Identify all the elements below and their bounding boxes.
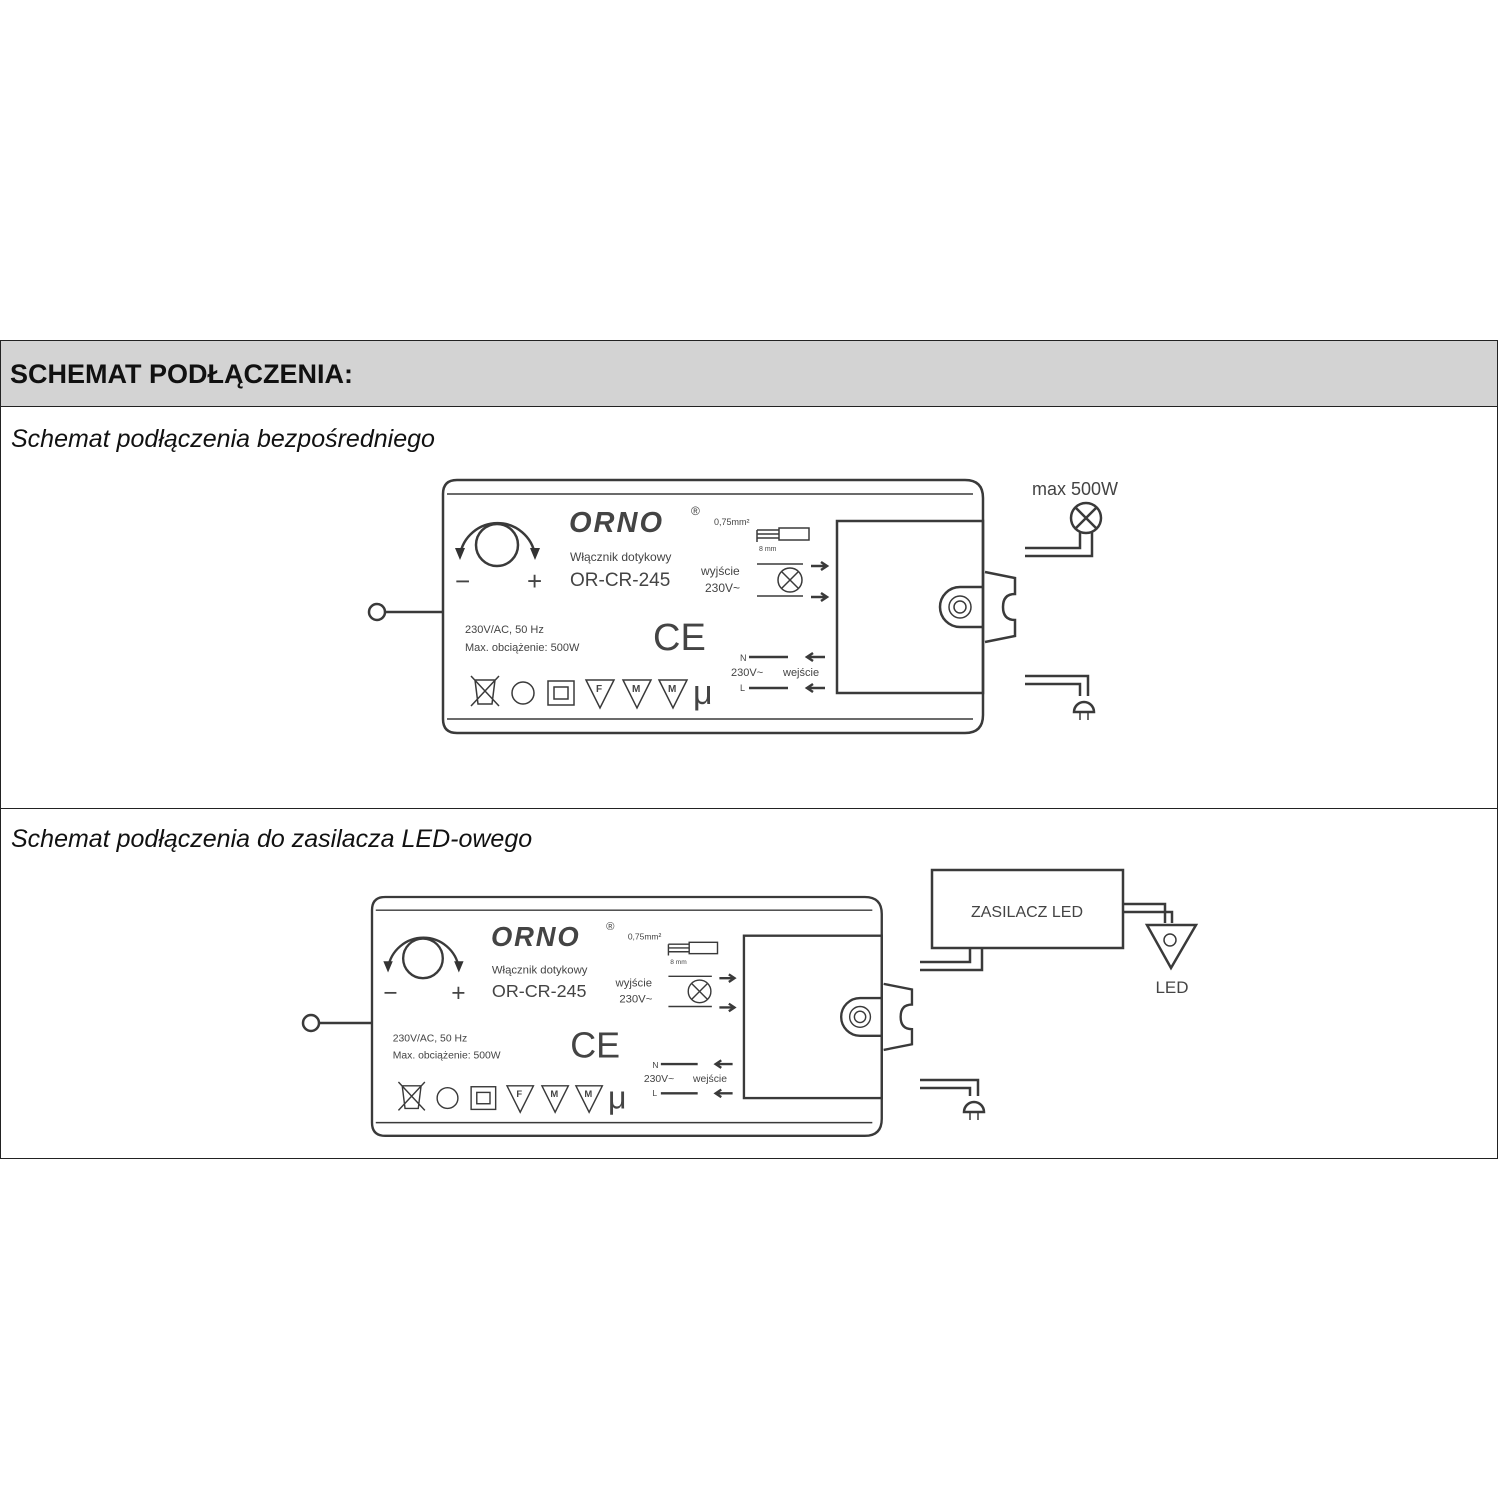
mm-mark-icon <box>657 679 689 710</box>
section-title-led: Schemat podłączenia do zasilacza LED-owe… <box>11 825 533 853</box>
connection-schema-table: SCHEMAT PODŁĄCZENIA: Schemat podłączenia… <box>0 340 1498 1159</box>
led-icon <box>1144 923 1199 971</box>
ce-mark: CE <box>653 617 706 659</box>
led-label: LED <box>1155 978 1188 997</box>
max-load-label: max 500W <box>1032 479 1118 499</box>
mounting-tab <box>938 585 983 629</box>
section-title-direct: Schemat podłączenia bezpośredniego <box>11 425 435 453</box>
ce-mark: CE <box>570 1025 620 1065</box>
model-number: OR-CR-245 <box>492 981 587 1001</box>
housing-edge-lines <box>447 493 973 720</box>
wire-strip-icon <box>667 941 719 956</box>
touch-switch-device-direct: − + ORNO ® 0,75mm² 8 mm Włącznik dotykow… <box>441 478 1017 735</box>
bulb-icon <box>1069 501 1103 535</box>
double-insulation-icon <box>547 680 575 706</box>
f-mark-icon <box>505 1085 535 1114</box>
output-lamp-symbol <box>757 560 830 603</box>
mounting-tab <box>840 996 882 1037</box>
cable-clamp <box>984 570 1017 644</box>
f-mark: F <box>516 1089 522 1100</box>
input-label: wejście <box>692 1074 727 1085</box>
supply-rating: 230V/AC, 50 Hz <box>465 624 544 636</box>
cable-clamp <box>883 982 914 1052</box>
max-load-rating: Max. obciążenie: 500W <box>393 1050 501 1061</box>
knob-dial-icon[interactable] <box>383 936 464 980</box>
supply-rating: 230V/AC, 50 Hz <box>393 1033 467 1044</box>
weee-bin-icon <box>397 1081 426 1111</box>
max-load-rating: Max. obciążenie: 500W <box>465 642 580 654</box>
strip-length-label: 8 mm <box>670 959 687 966</box>
input-arrows <box>749 651 825 694</box>
mains-wire <box>1025 674 1090 696</box>
input-arrows <box>660 1059 733 1099</box>
brand-logo: ORNO <box>491 921 581 952</box>
terminal-cover <box>742 934 883 1100</box>
wire-size-label: 0,75mm² <box>628 931 662 941</box>
product-type: Włącznik dotykowy <box>492 964 588 976</box>
led-power-supply-box <box>930 868 1125 950</box>
m-mark-2: M <box>584 1089 592 1100</box>
product-type: Włącznik dotykowy <box>570 550 671 564</box>
wire-size-label: 0,75mm² <box>714 517 750 527</box>
output-label: wyjście <box>700 564 740 578</box>
f-mark-icon <box>584 679 616 710</box>
line-label: L <box>652 1088 657 1098</box>
decrease-symbol: − <box>383 980 397 1007</box>
wire-strip-icon <box>756 527 810 542</box>
m-mark-icon <box>540 1085 570 1114</box>
micro-switch-mark: μ <box>608 1079 626 1115</box>
plug-icon <box>1072 700 1096 720</box>
device-housing <box>441 478 985 735</box>
touch-sensor-icon <box>367 602 387 622</box>
output-voltage: 230V~ <box>619 994 652 1006</box>
plug-icon <box>962 1100 986 1120</box>
m-mark-icon <box>621 679 653 710</box>
micro-switch-mark: μ <box>693 674 713 712</box>
decrease-symbol: − <box>455 566 470 596</box>
table-header: SCHEMAT PODŁĄCZENIA: <box>1 341 1497 407</box>
output-label: wyjście <box>615 978 652 990</box>
row-divider <box>1 808 1497 809</box>
model-number: OR-CR-245 <box>570 570 670 591</box>
input-label: wejście <box>782 667 819 679</box>
m-mark-2: M <box>668 684 676 695</box>
registered-mark: ® <box>606 921 615 933</box>
input-voltage: 230V~ <box>644 1074 674 1085</box>
psu-input-wire <box>920 948 984 972</box>
diagram-direct-externals: max 500W <box>367 479 1118 720</box>
lamp-cap-icon <box>436 1086 459 1110</box>
registered-mark: ® <box>691 504 700 518</box>
neutral-label: N <box>740 653 747 663</box>
output-lamp-symbol <box>668 973 737 1013</box>
output-voltage: 230V~ <box>705 581 740 595</box>
brand-logo: ORNO <box>569 507 664 539</box>
led-power-supply-label: ZASILACZ LED <box>971 904 1083 921</box>
m-mark: M <box>550 1089 558 1100</box>
line-label: L <box>740 683 745 693</box>
input-voltage: 230V~ <box>731 667 763 679</box>
strip-length-label: 8 mm <box>759 546 777 553</box>
weee-bin-icon <box>470 675 500 707</box>
housing-edge-lines <box>375 909 873 1124</box>
increase-symbol: + <box>451 980 465 1007</box>
diagram-led-externals: ZASILACZ LED LED <box>301 868 1199 1120</box>
m-mark: M <box>632 684 640 695</box>
touch-switch-device-led: − + ORNO ® 0,75mm² 8 mm Włącznik dotykow… <box>370 895 914 1138</box>
f-mark: F <box>596 684 602 695</box>
terminal-cover <box>835 519 985 695</box>
increase-symbol: + <box>527 566 542 596</box>
mains-wire <box>920 1078 980 1096</box>
touch-sensor-icon <box>301 1013 321 1033</box>
mm-mark-icon <box>574 1085 604 1114</box>
lamp-cap-icon <box>511 681 535 705</box>
psu-output-wire <box>1123 902 1174 923</box>
output-wire <box>1025 532 1094 558</box>
knob-dial-icon[interactable] <box>455 521 540 568</box>
device-housing <box>370 895 883 1138</box>
header-title: SCHEMAT PODŁĄCZENIA: <box>10 359 353 389</box>
double-insulation-icon <box>470 1086 497 1111</box>
neutral-label: N <box>652 1060 658 1070</box>
